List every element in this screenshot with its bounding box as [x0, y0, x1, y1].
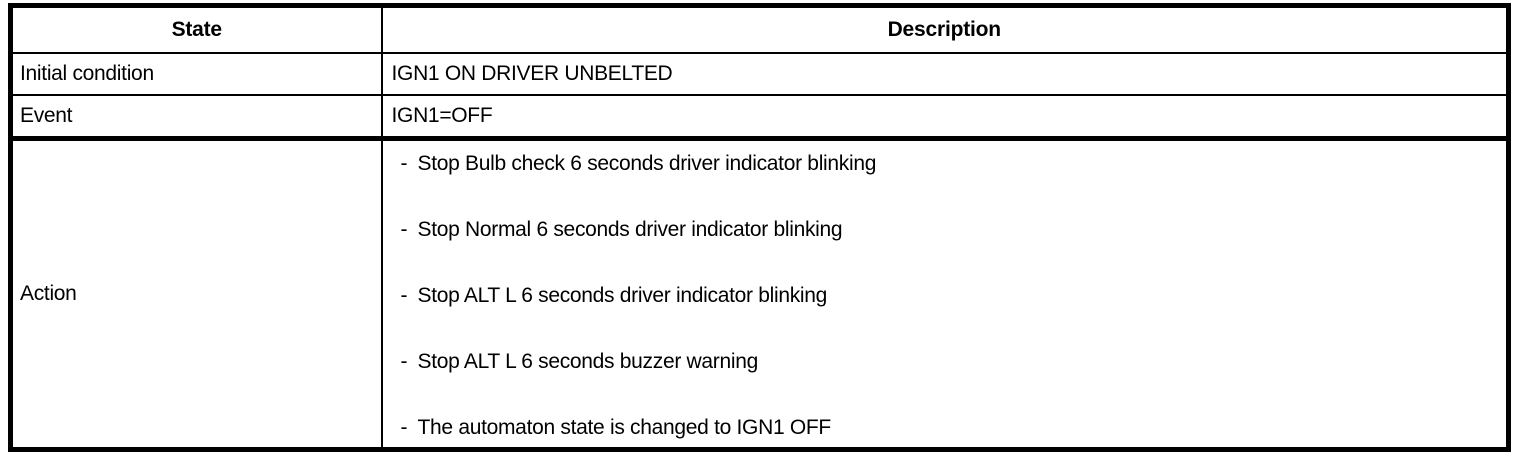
action-item-list: -Stop Bulb check 6 seconds driver indica… [392, 141, 1507, 447]
bullet-dash-icon: - [400, 218, 408, 241]
table-row-event: Event IGN1=OFF [9, 94, 1510, 140]
table-row-initial-condition: Initial condition IGN1 ON DRIVER UNBELTE… [9, 52, 1510, 96]
table-header: State Description [9, 4, 1510, 54]
bullet-dash-icon: - [400, 284, 408, 307]
action-item-text: Stop ALT L 6 seconds driver indicator bl… [417, 284, 828, 307]
action-list-item: -Stop Normal 6 seconds driver indicator … [400, 218, 1507, 285]
action-list-item: -Stop ALT L 6 seconds driver indicator b… [400, 284, 1507, 351]
state-description-table: State Description Initial condition IGN1… [8, 3, 1511, 452]
bullet-dash-icon: - [400, 350, 408, 373]
action-item-text: Stop Bulb check 6 seconds driver indicat… [417, 152, 877, 175]
row-value-event: IGN1=OFF [380, 94, 1510, 140]
bullet-dash-icon: - [400, 152, 408, 175]
action-list-item: -The automaton state is changed to IGN1 … [400, 416, 1507, 439]
action-list-item: -Stop Bulb check 6 seconds driver indica… [400, 152, 1507, 219]
row-label-initial-condition: Initial condition [9, 52, 383, 96]
row-label-event: Event [9, 94, 383, 140]
row-label-action: Action [9, 136, 383, 451]
row-value-action: -Stop Bulb check 6 seconds driver indica… [380, 136, 1510, 451]
table-header-row: State Description [9, 4, 1510, 54]
table-body: Initial condition IGN1 ON DRIVER UNBELTE… [9, 52, 1510, 451]
row-value-initial-condition: IGN1 ON DRIVER UNBELTED [380, 52, 1510, 96]
action-item-text: Stop Normal 6 seconds driver indicator b… [417, 218, 843, 241]
action-list-item: -Stop ALT L 6 seconds buzzer warning [400, 350, 1507, 417]
column-header-state: State [9, 4, 383, 54]
column-header-description: Description [380, 4, 1510, 54]
action-item-text: The automaton state is changed to IGN1 O… [417, 416, 832, 439]
action-item-text: Stop ALT L 6 seconds buzzer warning [417, 350, 759, 373]
bullet-dash-icon: - [400, 416, 408, 439]
table-row-action: Action -Stop Bulb check 6 seconds driver… [9, 136, 1510, 451]
